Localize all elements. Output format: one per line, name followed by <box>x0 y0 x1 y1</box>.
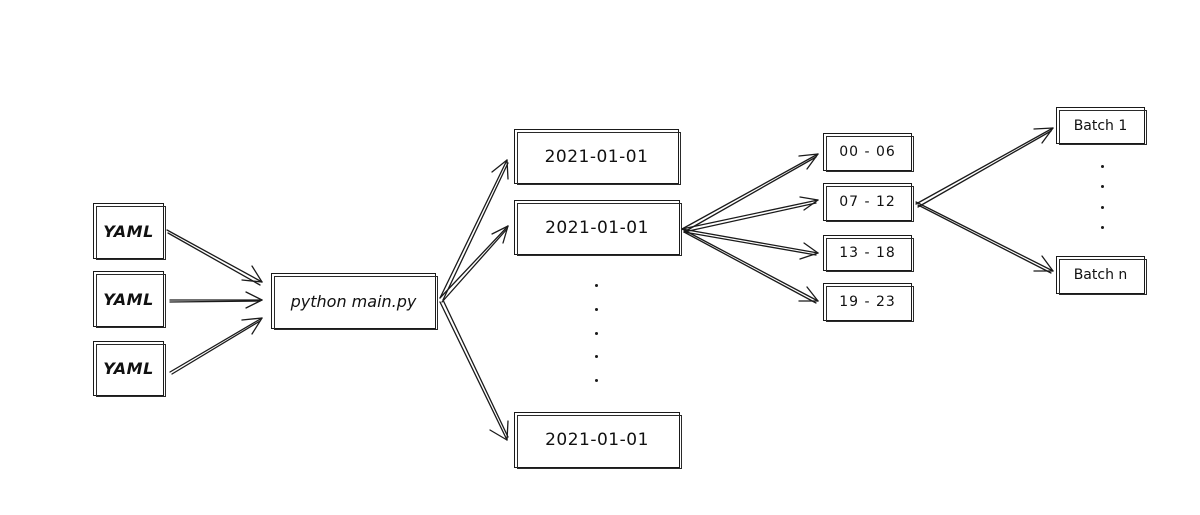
arrow-process-to-date-3 <box>439 299 509 441</box>
arrow-yaml-3-to-process <box>169 317 263 375</box>
date-label: 2021-01-01 <box>545 430 649 450</box>
arrow-date-to-hour-2 <box>681 196 819 233</box>
batch-box: Batch n <box>1056 256 1147 295</box>
hour-range-box: 00 - 06 <box>823 133 914 172</box>
arrow-process-to-date-2 <box>439 225 509 303</box>
yaml-input-label: YAML <box>103 289 154 309</box>
ellipsis-dot <box>595 284 598 287</box>
hour-range-label: 07 - 12 <box>839 194 896 210</box>
ellipsis-dot <box>595 379 598 382</box>
ellipsis-dot <box>595 331 598 335</box>
yaml-input-label: YAML <box>103 359 154 378</box>
arrow-hour-to-batch-n <box>915 201 1054 274</box>
yaml-input-box: YAML <box>93 341 166 397</box>
yaml-input-label: YAML <box>103 221 154 241</box>
date-box: 2021-01-01 <box>514 200 682 256</box>
yaml-input-box: YAML <box>93 271 166 328</box>
batch-ellipsis <box>1101 165 1104 229</box>
ellipsis-dot <box>595 307 598 311</box>
arrow-date-to-hour-1 <box>681 153 819 233</box>
hour-range-label: 00 - 06 <box>839 144 896 160</box>
ellipsis-dot <box>1101 225 1104 229</box>
hour-range-box: 19 - 23 <box>823 283 914 322</box>
ellipsis-dot <box>1101 165 1104 168</box>
arrow-date-to-hour-3 <box>681 228 819 260</box>
batch-label: Batch n <box>1073 267 1128 283</box>
date-box: 2021-01-01 <box>514 129 681 185</box>
batch-box: Batch 1 <box>1056 107 1147 145</box>
hour-range-box: 13 - 18 <box>823 235 914 272</box>
process-box: python main.py <box>271 273 438 330</box>
hour-range-label: 13 - 18 <box>839 245 896 261</box>
process-label: python main.py <box>290 291 417 311</box>
arrow-process-to-date-1 <box>439 159 509 301</box>
ellipsis-dot <box>1101 205 1104 209</box>
date-ellipsis <box>595 284 598 382</box>
ellipsis-dot <box>1101 185 1104 189</box>
date-label: 2021-01-01 <box>545 217 649 238</box>
date-box: 2021-01-01 <box>514 412 682 469</box>
arrow-date-to-hour-4 <box>681 228 819 304</box>
arrow-hour-to-batch-1 <box>915 127 1054 208</box>
date-label: 2021-01-01 <box>544 146 649 167</box>
hour-range-box: 07 - 12 <box>823 183 914 222</box>
ellipsis-dot <box>595 355 598 359</box>
arrow-yaml-2-to-process <box>169 291 263 309</box>
hour-range-label: 19 - 23 <box>839 294 896 310</box>
yaml-input-box: YAML <box>93 203 166 260</box>
arrow-yaml-1-to-process <box>166 229 263 286</box>
batch-label: Batch 1 <box>1073 117 1128 134</box>
